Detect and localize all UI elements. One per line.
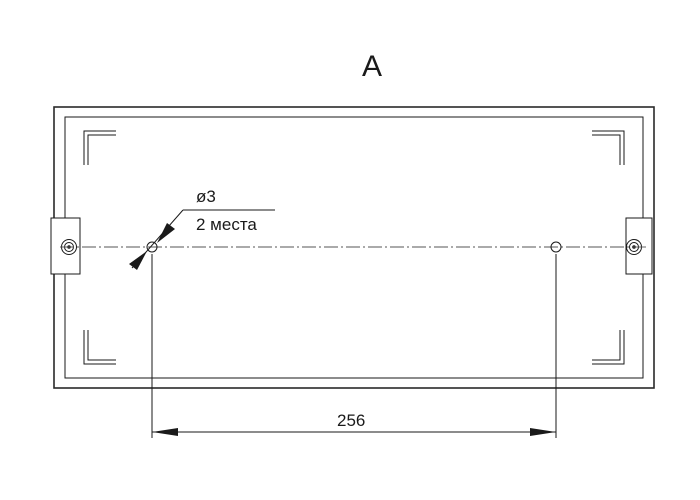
view-label: A	[362, 50, 382, 83]
corner-mark-bottom-left	[83, 330, 116, 365]
hole-left	[146, 241, 158, 253]
hole-right	[550, 241, 562, 253]
bracket-right	[625, 217, 653, 275]
corner-mark-bottom-right	[592, 330, 625, 365]
corner-mark-top-right	[592, 130, 625, 165]
corner-mark-top-left	[83, 130, 116, 165]
bracket-left	[50, 217, 81, 275]
hole-diameter-label: ø3	[196, 187, 216, 206]
outer-frame	[53, 106, 655, 389]
dimension-value-label: 256	[337, 411, 365, 430]
hole-leader	[129, 209, 275, 270]
dimension-256	[151, 254, 557, 438]
hole-quantity-label: 2 места	[196, 215, 257, 234]
